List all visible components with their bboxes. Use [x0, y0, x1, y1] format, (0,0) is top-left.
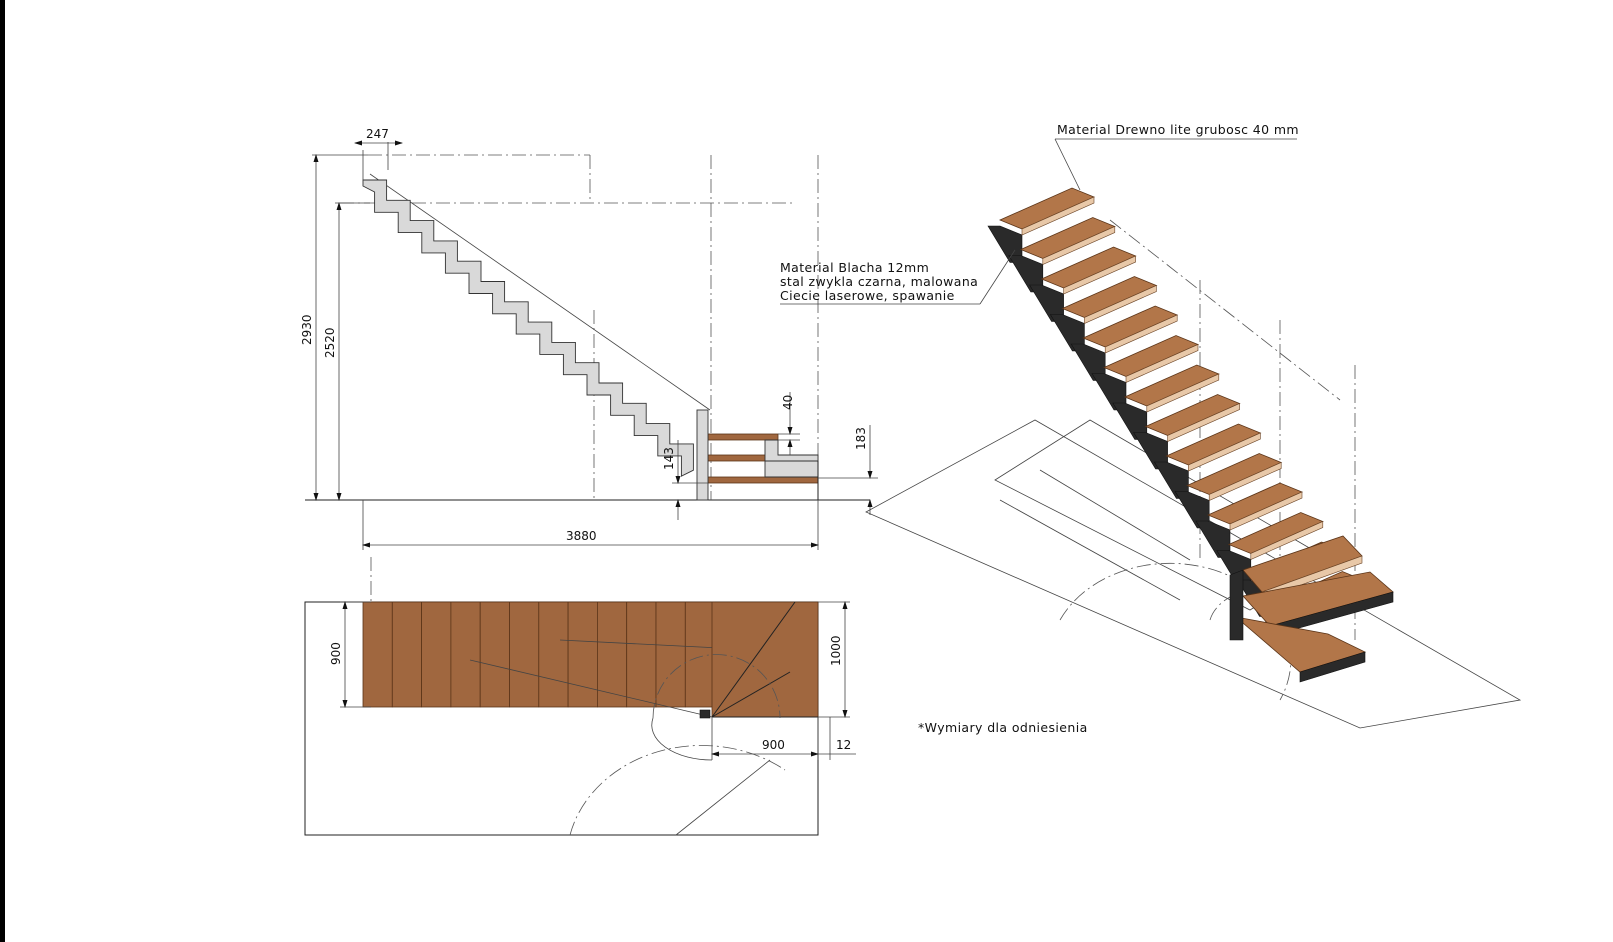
iso-tread-edge — [1250, 521, 1324, 560]
plan-treads — [362, 601, 761, 718]
plan-tread — [421, 601, 452, 708]
isometric-view — [865, 187, 1522, 729]
iso-tread-edge — [1104, 314, 1178, 354]
side-view: 247 2930 2520 3880 40 143 183 — [300, 127, 878, 550]
plan-tread — [479, 601, 510, 708]
steel-material-note-line2: stal zwykla czarna, malowana — [780, 274, 978, 289]
steel-stringer-side — [362, 179, 694, 477]
iso-tread-edge — [1125, 344, 1199, 383]
winder-tread-3 — [707, 476, 819, 484]
dim-landing-width: 1000 — [829, 635, 843, 666]
plan-tread — [567, 601, 598, 708]
dim-lower-step-height: 143 — [662, 447, 676, 470]
plan-tread — [450, 601, 481, 708]
dim-plate-thickness: 12 — [836, 738, 851, 752]
dim-landing-length: 900 — [762, 738, 785, 752]
dim-flight-height: 2520 — [323, 327, 337, 358]
steel-material-note-line3: Ciecie laserowe, spawanie — [780, 288, 955, 303]
plan-tread — [362, 601, 393, 708]
plan-tread — [597, 601, 628, 708]
plan-tread — [391, 601, 422, 708]
plan-tread — [538, 601, 569, 708]
iso-tread-edge — [1229, 491, 1303, 531]
dim-total-height: 2930 — [300, 314, 314, 345]
iso-tread-edge — [1042, 226, 1116, 265]
iso-tread-edge — [1188, 432, 1261, 472]
iso-tread-edge — [1146, 373, 1220, 413]
plan-tread — [655, 601, 686, 708]
iso-tread-edge — [1021, 196, 1095, 236]
plan-view: 900 1000 900 12 — [304, 557, 856, 836]
plan-tread — [626, 601, 657, 708]
plan-guide-line — [469, 659, 713, 718]
annotations: Material Drewno lite grubosc 40 mm Mater… — [780, 122, 1299, 735]
dim-winder-height: 183 — [854, 427, 868, 450]
plan-tread — [684, 601, 715, 708]
iso-tread-edge — [1063, 255, 1136, 295]
dim-top-step-width: 247 — [366, 127, 389, 141]
iso-tread-edge — [1208, 462, 1282, 501]
iso-tread-edge — [1084, 285, 1157, 324]
winder-tread-1 — [707, 433, 779, 441]
plan-tread — [509, 601, 540, 708]
reference-dimensions-note: *Wymiary dla odniesienia — [918, 720, 1088, 735]
dim-tread-thickness: 40 — [781, 395, 795, 410]
wood-material-note: Material Drewno lite grubosc 40 mm — [1057, 122, 1299, 137]
steel-material-note-line1: Material Blacha 12mm — [780, 260, 929, 275]
left-border-bar — [0, 0, 5, 942]
stringer-profile — [362, 179, 694, 477]
dim-total-length: 3880 — [566, 529, 597, 543]
dim-stair-width: 900 — [329, 642, 343, 665]
plan-winder-landing — [711, 601, 819, 718]
iso-tread-edge — [1167, 403, 1240, 442]
